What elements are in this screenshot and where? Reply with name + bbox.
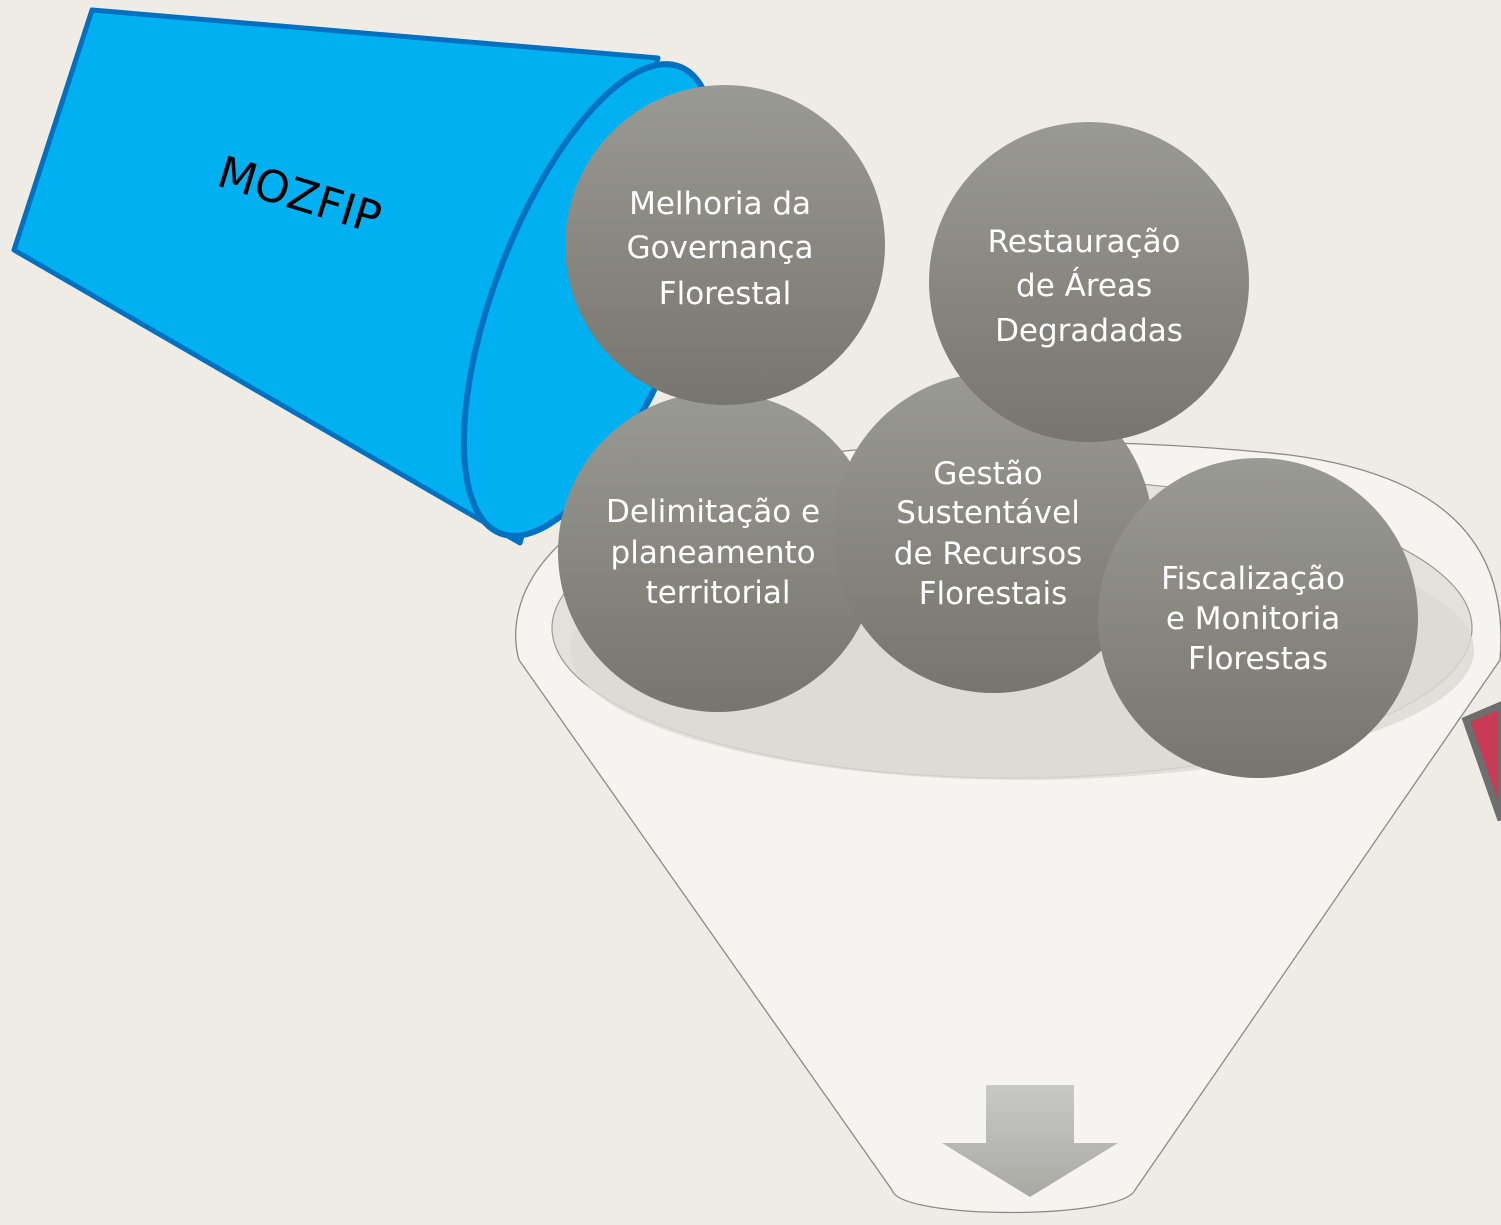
ball-delimitacao-circle [558, 392, 878, 712]
side-accent-shape [1461, 701, 1501, 822]
ball-fiscalizacao-circle [1098, 458, 1418, 778]
ball-gestao-label: Gestão Sustentável de Recursos Florestai… [894, 456, 1092, 612]
ball-fiscalizacao-label: Fiscalização e Monitoria Florestas [1161, 561, 1355, 677]
ball-fiscalizacao: Fiscalização e Monitoria Florestas [1098, 458, 1418, 778]
ball-restauracao-circle [929, 122, 1249, 442]
ball-delimitacao-label: Delimitação e planeamento territorial [606, 494, 830, 611]
ball-delimitacao: Delimitação e planeamento territorial [558, 392, 878, 712]
down-arrow-icon [942, 1085, 1118, 1197]
ball-restauracao-label: Restauração de Áreas Degradadas [988, 224, 1191, 349]
ball-governanca-circle [565, 85, 885, 405]
ball-governanca: Melhoria da Governança Florestal [565, 85, 885, 405]
ball-governanca-label: Melhoria da Governança Florestal [627, 186, 824, 312]
ball-restauracao: Restauração de Áreas Degradadas [929, 122, 1249, 442]
ball-gestao: Gestão Sustentável de Recursos Florestai… [833, 373, 1153, 693]
ball-gestao-circle [833, 373, 1153, 693]
